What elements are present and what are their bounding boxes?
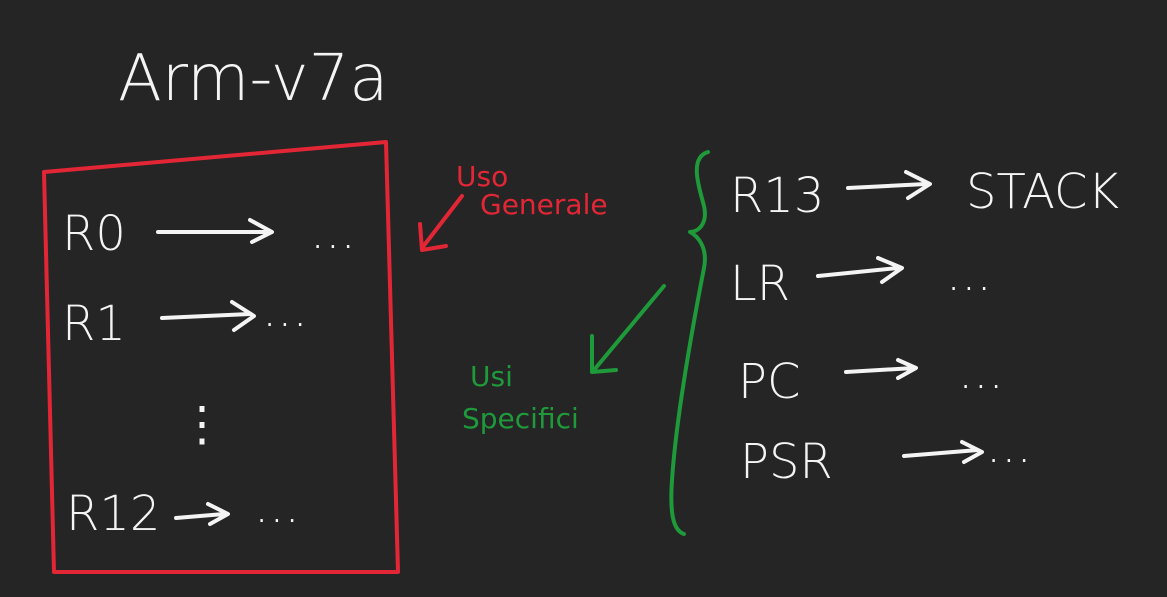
register-r12: R12	[66, 486, 160, 542]
target-psr: ...	[986, 418, 1032, 474]
register-r13: R13	[730, 168, 824, 224]
target-r0: ...	[310, 204, 356, 260]
general-arrow	[418, 194, 464, 252]
general-registers-box	[42, 140, 400, 574]
general-label-line1: Uso	[456, 160, 508, 193]
arrow-lr	[816, 256, 904, 284]
target-r13: STACK	[966, 164, 1119, 220]
arrow-pc	[844, 358, 918, 380]
target-r12: ...	[254, 478, 300, 534]
register-psr: PSR	[740, 434, 833, 490]
specific-arrow	[590, 284, 666, 374]
target-pc: ...	[958, 344, 1004, 400]
specific-label-line1: Usi	[470, 360, 513, 393]
register-pc: PC	[738, 354, 800, 410]
arrow-r0	[156, 218, 274, 244]
arrow-r1	[160, 300, 256, 332]
register-r0: R0	[62, 206, 126, 262]
diagram-title: Arm-v7a	[118, 42, 389, 116]
register-ellipsis: ⋮	[178, 396, 226, 452]
specific-label-line2: Specifici	[462, 402, 579, 435]
specific-brace	[669, 150, 710, 536]
general-label-line2: Generale	[480, 188, 608, 221]
target-r1: ...	[262, 282, 308, 338]
arrow-psr	[902, 440, 984, 464]
register-lr: LR	[730, 256, 790, 312]
arrow-r13	[846, 170, 932, 200]
arrow-r12	[174, 502, 230, 526]
register-r1: R1	[62, 296, 126, 352]
target-lr: ...	[946, 246, 992, 302]
